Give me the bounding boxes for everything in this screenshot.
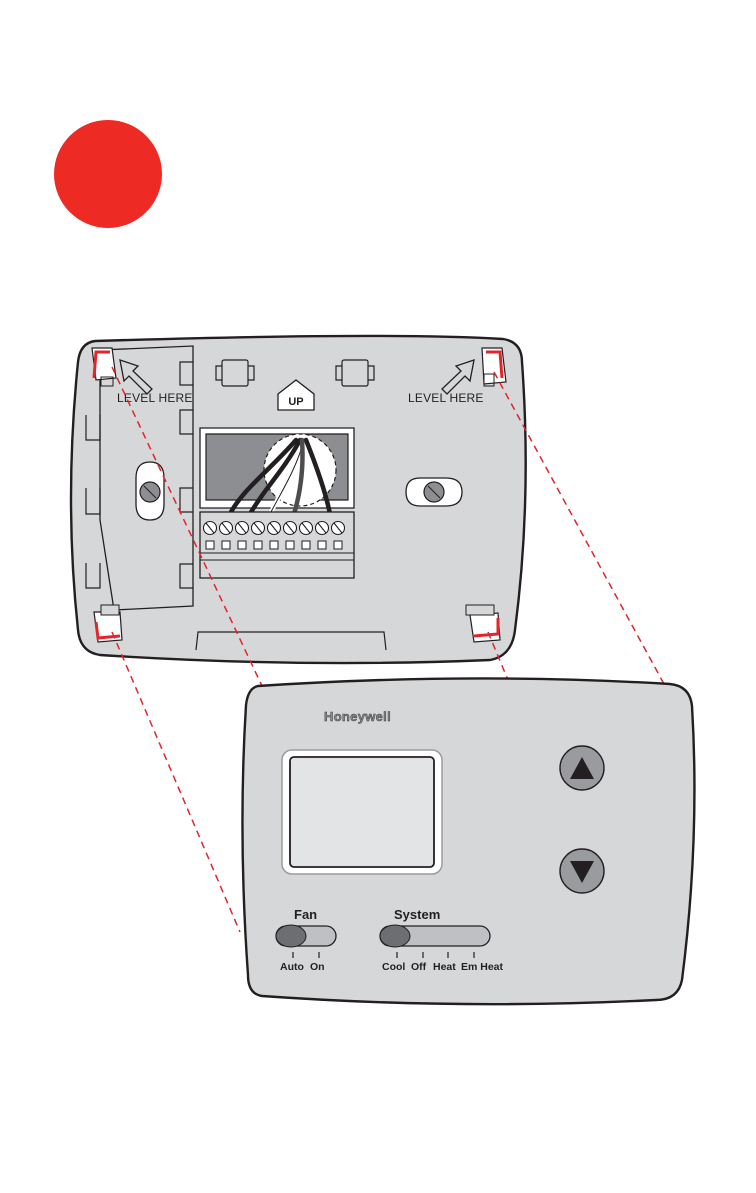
terminal-clamp	[238, 541, 246, 549]
corner-notch-top-right	[482, 348, 506, 386]
fan-position-auto: Auto	[280, 961, 304, 973]
terminal-clamp	[286, 541, 294, 549]
up-label: UP	[288, 396, 303, 408]
system-switch-knob[interactable]	[380, 925, 410, 947]
level-here-label-right: LEVEL HERE	[408, 391, 484, 405]
terminal-clamp	[222, 541, 230, 549]
terminal-clamp	[334, 541, 342, 549]
terminal-clamp	[302, 541, 310, 549]
thermostat: Honeywell Fan Auto On System	[242, 678, 694, 1004]
temperature-up-button[interactable]	[560, 746, 604, 790]
mounting-screw-left	[136, 462, 164, 520]
thermostat-display	[282, 750, 442, 874]
mounting-screw-right	[406, 478, 462, 506]
terminal-block	[200, 512, 354, 578]
system-position-off: Off	[411, 961, 427, 973]
system-switch-label: System	[394, 907, 440, 922]
terminal-clamp	[254, 541, 262, 549]
fan-switch-knob[interactable]	[276, 925, 306, 947]
wallplate: LEVEL HERE LEVEL HERE UP	[71, 336, 526, 663]
system-position-em-heat: Em Heat	[461, 961, 504, 973]
system-position-cool: Cool	[382, 961, 405, 973]
fan-switch-label: Fan	[294, 907, 317, 922]
brand-logo: Honeywell	[324, 709, 391, 724]
step-marker	[54, 120, 162, 228]
temperature-down-button[interactable]	[560, 849, 604, 893]
terminal-clamp	[318, 541, 326, 549]
system-position-heat: Heat	[433, 961, 456, 973]
terminal-clamp	[206, 541, 214, 549]
terminal-clamp	[270, 541, 278, 549]
fan-position-on: On	[310, 961, 325, 973]
